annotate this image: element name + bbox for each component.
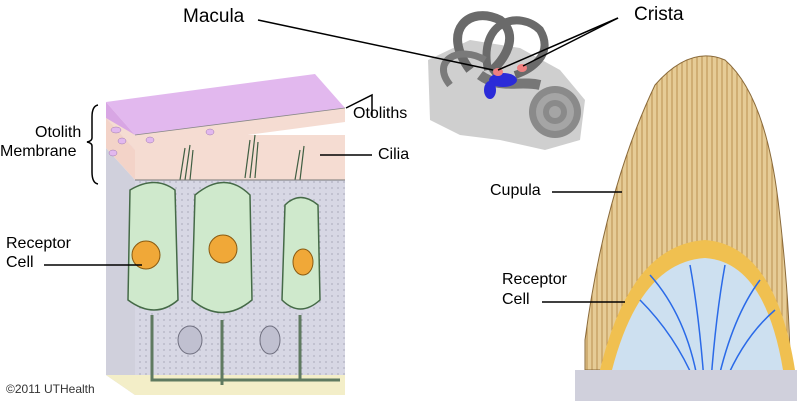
cupula-label: Cupula bbox=[490, 182, 541, 199]
macula-label: Macula bbox=[183, 6, 245, 27]
receptor-cell-left-label-line2: Cell bbox=[6, 254, 34, 271]
otolith-membrane-label-line2: Membrane bbox=[0, 143, 77, 160]
cilia-label: Cilia bbox=[378, 146, 410, 163]
receptor-cell-right-label-line2: Cell bbox=[502, 291, 530, 308]
cochlea-icon bbox=[529, 86, 581, 138]
receptor-cell-left-illustration bbox=[127, 181, 321, 314]
crista-label: Crista bbox=[634, 4, 684, 25]
macula-highlight bbox=[489, 73, 517, 87]
receptor-cell-left-label-line1: Receptor bbox=[6, 235, 71, 252]
otoliths-label: Otoliths bbox=[353, 105, 408, 122]
otolith-membrane-label-line1: Otolith bbox=[35, 124, 82, 141]
macula-block-illustration bbox=[106, 74, 346, 395]
cilia-illustration bbox=[179, 134, 305, 181]
leader-lines bbox=[44, 17, 625, 303]
copyright-text: ©2011 UTHealth bbox=[6, 382, 95, 396]
inner-ear-illustration bbox=[428, 11, 585, 150]
crista-highlight bbox=[493, 68, 503, 76]
cupula-illustration bbox=[575, 55, 797, 401]
receptor-cell-right-label-line1: Receptor bbox=[502, 271, 567, 288]
